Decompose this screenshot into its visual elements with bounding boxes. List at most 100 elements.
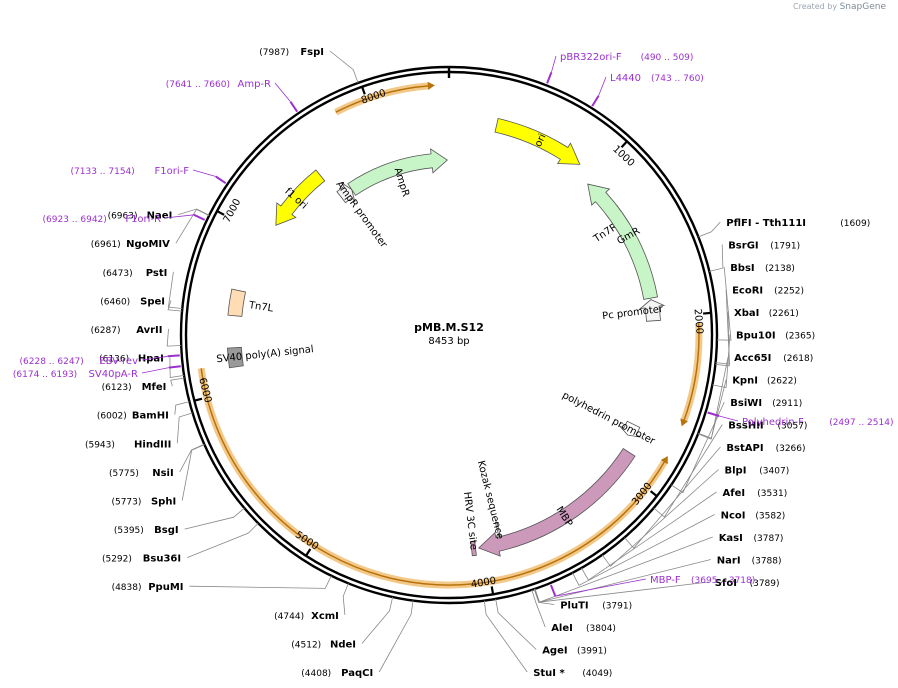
site-position: (6136) [99, 355, 129, 365]
site-ecori[interactable]: EcoRI(2252) [732, 286, 804, 297]
feature-ampr-promoter[interactable] [336, 181, 356, 204]
site-leader-bbsi [716, 266, 732, 341]
site-bstapi[interactable]: BstAPI(3266) [726, 443, 805, 454]
primer-l4440[interactable]: L4440(743 .. 760) [610, 73, 704, 84]
site-bsshii[interactable]: BssHII(3057) [728, 421, 807, 432]
site-nari[interactable]: NarI(3788) [717, 556, 782, 567]
site-position: (2911) [772, 399, 802, 409]
site-stui[interactable]: StuI *(4049) [533, 668, 612, 679]
orf-line-2 [200, 368, 666, 586]
site-avrii[interactable]: AvrII(6287) [91, 325, 163, 336]
site-leader-bsrgi [709, 244, 724, 272]
primer-mbp-f[interactable]: MBP-F(3695 .. 3718) [650, 575, 755, 586]
primer-mark-ebv-rev [167, 354, 180, 358]
feature-gmr[interactable] [587, 183, 659, 300]
site-ppumi[interactable]: PpuMI(4838) [112, 582, 184, 593]
primer-name: pBR322ori-F [560, 52, 622, 63]
primer-f1ori-r[interactable]: F1ori-R(6923 .. 6942) [43, 214, 162, 225]
site-xbai[interactable]: XbaI(2261) [734, 308, 799, 319]
site-name: NsiI [152, 468, 173, 479]
feature-tn7l[interactable] [227, 288, 246, 317]
feature-ori[interactable] [494, 118, 581, 165]
site-position: (3057) [778, 422, 808, 432]
site-position: (2138) [765, 264, 795, 274]
tick-mark-3000 [649, 490, 658, 497]
site-ndei[interactable]: NdeI(4512) [291, 639, 356, 650]
site-bsrgi[interactable]: BsrGI(1791) [728, 241, 800, 252]
site-xcmi[interactable]: XcmI(4744) [274, 611, 339, 622]
site-agei[interactable]: AgeI(3991) [542, 646, 607, 657]
primer-sv40pa-r[interactable]: SV40pA-R(6174 .. 6193) [13, 369, 138, 380]
primer-leader-f1ori-r [164, 214, 194, 219]
primer-range: (490 .. 509) [641, 53, 694, 63]
plasmid-name: pMB.M.S12 [414, 321, 484, 334]
site-mfei[interactable]: MfeI(6123) [102, 382, 167, 393]
site-blpi[interactable]: BlpI(3407) [725, 466, 790, 477]
site-bsiwi[interactable]: BsiWI(2911) [730, 398, 802, 409]
site-paqci[interactable]: PaqCI(4408) [301, 668, 373, 679]
site-name: NcoI [721, 511, 746, 522]
primer-ebv-rev[interactable]: EBV-rev(6228 .. 6247) [20, 356, 139, 367]
primer-name: EBV-rev [99, 356, 138, 367]
primer-name: SV40pA-R [89, 369, 138, 380]
site-position: (1791) [770, 242, 800, 252]
primer-amp-r[interactable]: Amp-R(7641 .. 7660) [166, 79, 271, 90]
primer-f1ori-f[interactable]: F1ori-F(7133 .. 7154) [71, 166, 190, 177]
site-pflfi-tth111i[interactable]: PflFI - Tth111I(1609) [726, 218, 870, 229]
tick-label-4000: 4000 [470, 576, 497, 591]
site-sfoi[interactable]: SfoI(3789) [715, 578, 780, 589]
primer-range: (7641 .. 7660) [166, 80, 230, 90]
site-fspi[interactable]: FspI(7987) [259, 47, 324, 58]
feature-kozak-sequence[interactable] [494, 521, 501, 537]
site-kasi[interactable]: KasI(3787) [719, 533, 784, 544]
site-bsgi[interactable]: BsgI(5395) [114, 525, 179, 536]
primer-pbr322ori-f[interactable]: pBR322ori-F (490 .. 509) [560, 52, 693, 63]
site-bbsi[interactable]: BbsI(2138) [730, 263, 795, 274]
site-name: NaeI [147, 211, 173, 222]
tick-mark-5000 [305, 548, 312, 557]
site-sphi[interactable]: SphI(5773) [111, 497, 176, 508]
primer-polyhedrin-f[interactable]: Polyhedrin-F(2497 .. 2514) [742, 417, 893, 428]
site-name: PaqCI [341, 668, 373, 679]
site-leader-ncoi [572, 514, 715, 586]
feature-f1-ori[interactable] [275, 169, 326, 226]
site-leader-hpai [169, 357, 185, 378]
site-leader-ppumi [189, 575, 332, 589]
orf-arrowhead-2 [660, 456, 668, 465]
site-bpu10i[interactable]: Bpu10I(2365) [736, 331, 815, 342]
primer-name: F1ori-F [155, 166, 190, 177]
primer-name: MBP-F [650, 575, 681, 586]
feature-ampr[interactable] [347, 148, 448, 196]
site-nsii[interactable]: NsiI (5775) [109, 468, 174, 479]
backbone [179, 65, 719, 605]
site-bamhi[interactable]: BamHI(6002) [97, 411, 169, 422]
site-position: (3788) [752, 557, 782, 567]
site-alei[interactable]: AleI(3804) [551, 623, 616, 634]
site-bsu36i[interactable]: Bsu36I(5292) [102, 554, 181, 565]
feature-label-ori: ori [533, 132, 548, 148]
site-position: (6961) [91, 240, 121, 250]
site-ngomiv[interactable]: NgoMIV(6961) [91, 239, 170, 250]
site-spei[interactable]: SpeI(6460) [100, 296, 165, 307]
site-name: PpuMI [148, 582, 183, 593]
site-kpni[interactable]: KpnI(2622) [732, 376, 797, 387]
feature-label-polyhedrin-promoter: polyhedrin promoter [560, 390, 657, 448]
site-position: (3582) [755, 512, 785, 522]
snapgene-credit: Created by SnapGene [793, 2, 886, 12]
feature-hrv-3c-site[interactable] [470, 540, 477, 557]
feature-pc-promoter[interactable] [638, 299, 666, 322]
site-leader-bsgi [184, 507, 245, 530]
feature-sv40-poly-a-signal[interactable] [226, 346, 244, 369]
site-pluti[interactable]: PluTI(3791) [560, 601, 632, 612]
site-ncoi[interactable]: NcoI (3582) [721, 511, 786, 522]
site-psti[interactable]: PstI(6473) [103, 268, 168, 279]
feature-mbp[interactable] [477, 447, 636, 557]
site-afei[interactable]: AfeI(3531) [723, 488, 788, 499]
site-naei[interactable]: NaeI(6963) [108, 211, 173, 222]
site-hindiii[interactable]: HindIII(5943) [85, 439, 171, 450]
site-acc65i[interactable]: Acc65I(2618) [734, 353, 813, 364]
feature-polyhedrin-promoter[interactable] [619, 420, 641, 438]
site-position: (5775) [109, 469, 139, 479]
site-name: XbaI [734, 308, 759, 319]
